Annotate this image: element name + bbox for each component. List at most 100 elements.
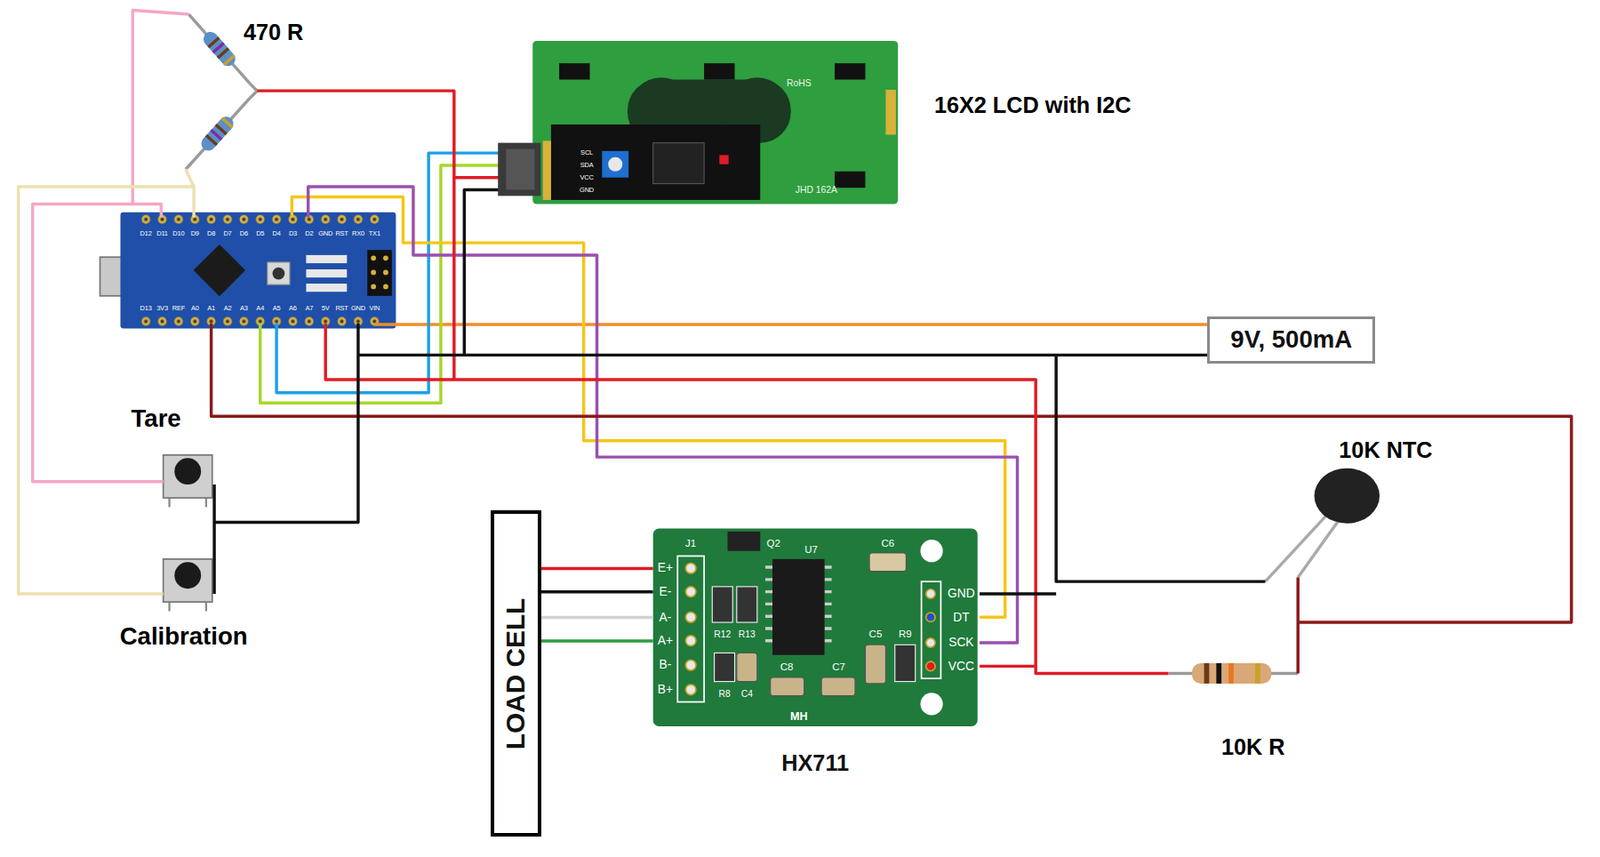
load-cell-wire [541, 639, 654, 642]
hx711-board [712, 586, 733, 623]
pin-label: E+ [657, 562, 673, 576]
hx711-board [685, 586, 696, 597]
lcd-header-connector [497, 143, 541, 197]
resistor-470r [249, 83, 257, 98]
silkscreen-text: R8 [718, 688, 730, 698]
hx711-board [920, 692, 943, 715]
push-button [174, 561, 201, 589]
pin-label: RST [335, 230, 348, 237]
node-label: 9V, 500mA [1230, 326, 1352, 353]
node-label: HX711 [781, 751, 849, 776]
pin-label: GND [318, 230, 333, 237]
arduino-nano [305, 255, 347, 264]
resistor-470r [200, 29, 239, 70]
hx711-board [772, 559, 825, 656]
silkscreen-text: C7 [832, 662, 846, 672]
wire [291, 196, 1005, 617]
pin-label: VCC [948, 660, 975, 673]
hx711-board [685, 612, 696, 623]
pin-label: VIN [368, 304, 380, 312]
hx711-board [685, 562, 696, 573]
arduino-nano [370, 284, 376, 290]
lcd-module [601, 151, 629, 178]
pin-label: REF [172, 304, 185, 312]
pin-label: A+ [657, 634, 673, 648]
pin-label: D9 [191, 230, 200, 237]
hx711-board [926, 612, 936, 622]
arduino-nano [120, 212, 396, 329]
wire [18, 9, 1572, 673]
resistor-10k [1168, 663, 1298, 684]
hx711-board [921, 581, 942, 679]
resistor-470r [215, 123, 228, 136]
wire [214, 189, 1265, 593]
silkscreen-text: C4 [741, 688, 753, 698]
resistor-10k [1255, 663, 1261, 684]
arduino-nano [267, 262, 290, 285]
lcd-module [551, 124, 760, 200]
push-button [168, 601, 170, 611]
resistor-10k [1228, 663, 1234, 684]
pin-label: D12 [140, 230, 152, 237]
hx711-board [869, 552, 906, 572]
component-label: Calibration [117, 624, 251, 651]
pin-label: SCL [580, 149, 593, 156]
hx711-module: HX711 [653, 528, 978, 786]
lcd-module [834, 171, 865, 188]
load-cell-wire [541, 590, 654, 593]
resistor-10k [1204, 663, 1210, 684]
silkscreen-text: U7 [804, 544, 818, 555]
lcd-module [653, 143, 704, 184]
lcd-module [608, 157, 623, 172]
arduino-nano [370, 255, 376, 261]
resistor-10k [1192, 663, 1272, 684]
pin-label: D10 [172, 230, 184, 237]
hx711-board [727, 531, 760, 552]
pin-label: A3 [240, 304, 248, 312]
wire [256, 90, 1168, 673]
ntc-thermistor [1297, 520, 1339, 577]
pin-label: 3V3 [156, 304, 168, 312]
arduino-nano [383, 284, 389, 290]
hx711-board [926, 661, 936, 671]
pin-label: DT [952, 611, 969, 624]
arduino-nano [370, 270, 376, 276]
resistor-470r [223, 54, 236, 66]
pin-label: E- [659, 585, 672, 599]
pin-label: GND [351, 304, 366, 312]
lcd-module [704, 63, 735, 80]
arduino-nano [193, 244, 246, 296]
lcd-module [559, 63, 590, 80]
component-label: 10K R [1218, 736, 1288, 760]
hx711-board [653, 528, 978, 727]
ntc-thermistor [1314, 468, 1380, 524]
component-label: 10K NTC [1336, 439, 1435, 464]
hx711-board [685, 660, 696, 671]
hx711-board [736, 586, 758, 623]
pin-label: GND [947, 587, 976, 600]
pin-label: SDA [580, 161, 594, 168]
pin-label: 5V [321, 304, 330, 312]
load-cell-wire [541, 616, 654, 619]
hx711-board [864, 644, 886, 684]
wire [374, 322, 1209, 326]
pin-label: D6 [240, 230, 248, 237]
silkscreen-text: RoHS [786, 79, 812, 88]
load-cell-wire [541, 567, 654, 570]
lcd-module [543, 140, 552, 200]
wire [211, 323, 1572, 674]
silkscreen-text: C6 [880, 538, 895, 549]
hx711-board [685, 684, 696, 695]
pin-label: VCC [579, 174, 593, 181]
hx711-board [677, 555, 704, 702]
pin-label: D2 [304, 230, 313, 237]
arduino-nano [383, 255, 389, 261]
pin-label: D5 [256, 230, 264, 237]
hx711-board [920, 539, 943, 562]
power-supply-box: 9V, 500mA [1207, 316, 1376, 364]
lcd-module [834, 63, 865, 80]
pin-label: A1 [207, 304, 216, 312]
hx711-board [926, 589, 936, 599]
pin-label: D11 [156, 230, 168, 237]
pin-label: RST [335, 304, 348, 312]
